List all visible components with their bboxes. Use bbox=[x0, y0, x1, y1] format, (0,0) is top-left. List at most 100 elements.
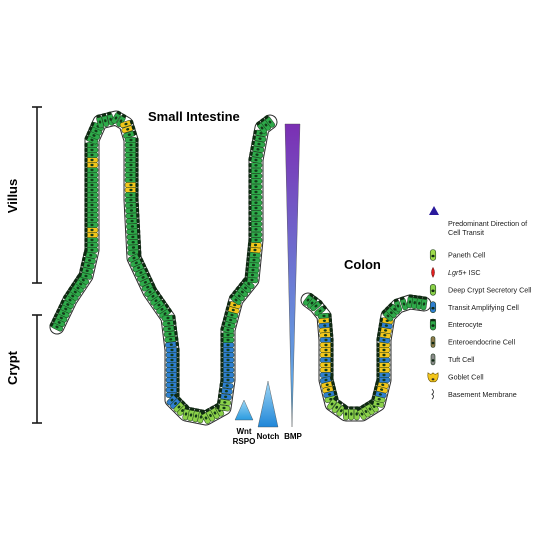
enterocyte-cell bbox=[381, 309, 394, 322]
transit-amplifying-cell bbox=[220, 367, 235, 373]
enterocyte-cell bbox=[153, 299, 167, 310]
bmp-gradient bbox=[284, 123, 301, 428]
legend-label-tuft: Tuft Cell bbox=[448, 355, 475, 364]
transit-amplifying-cell bbox=[165, 357, 180, 363]
legend-label-deep: Deep Crypt Secretory Cell bbox=[448, 285, 532, 294]
rspo-label: RSPO bbox=[233, 437, 256, 446]
enterocyte-cell bbox=[139, 277, 153, 287]
small-intestine-epithelium bbox=[49, 110, 278, 426]
enterocyte-cell bbox=[124, 157, 139, 163]
enterocyte-cell bbox=[111, 110, 122, 124]
goblet-cell bbox=[84, 227, 99, 233]
enterocyte-cell bbox=[248, 231, 263, 238]
enterocyte-cell bbox=[84, 202, 99, 208]
enterocyte-cell bbox=[248, 215, 263, 222]
enterocyte-cell bbox=[264, 115, 276, 128]
transit-amplifying-cell bbox=[219, 382, 234, 389]
villus-label: Villus bbox=[5, 179, 20, 213]
deep-crypt-secretory-cell bbox=[353, 406, 360, 421]
enterocyte-cell bbox=[84, 187, 99, 193]
enterocyte-cell bbox=[127, 244, 142, 251]
enterocyte-cell bbox=[250, 145, 265, 153]
enterocyte-cell bbox=[249, 151, 264, 159]
enterocyte-cell bbox=[232, 290, 245, 302]
enterocyte-cell bbox=[70, 282, 84, 293]
legend-item-isc: Lgr5+ ISC bbox=[431, 266, 481, 278]
transit-amplifying-cell bbox=[319, 357, 334, 363]
transit-amplifying-cell bbox=[165, 367, 180, 373]
legend-label-isc: Lgr5+ ISC bbox=[448, 268, 481, 277]
paneth-cell bbox=[209, 405, 220, 419]
enterocyte-icon bbox=[429, 318, 437, 331]
enterocyte-cell bbox=[125, 202, 139, 209]
enterocyte-cell bbox=[101, 113, 110, 127]
enterocyte-cell bbox=[384, 306, 397, 319]
legend-item-paneth: Paneth Cell bbox=[429, 249, 486, 261]
paneth-cell bbox=[200, 410, 211, 424]
enterocyte-cell bbox=[84, 217, 99, 223]
transit-amplifying-cell bbox=[165, 372, 180, 378]
enterocyte-cell bbox=[248, 237, 263, 243]
legend-label-rest: + ISC bbox=[462, 268, 480, 277]
enterocyte-cell bbox=[83, 251, 98, 259]
enterocyte-cell bbox=[245, 266, 260, 274]
goblet-cell bbox=[318, 317, 333, 324]
transit-amplifying-cell-icon bbox=[429, 301, 437, 314]
goblet-cell bbox=[121, 125, 136, 134]
legend-label-italic: Lgr5 bbox=[448, 268, 463, 277]
transit-amplifying-cell bbox=[165, 377, 180, 383]
enterocyte-cell bbox=[310, 300, 323, 312]
legend: Predominant Direction of Cell Transit Pa… bbox=[427, 206, 532, 400]
wnt-rspo-gradient bbox=[234, 399, 254, 421]
paneth-cell-icon bbox=[429, 249, 437, 261]
enterocyte-cell bbox=[399, 296, 409, 311]
enterocyte-cell bbox=[84, 222, 99, 228]
deep-crypt-secretory-cell bbox=[348, 406, 355, 421]
legend-label-entero: Enterocyte bbox=[448, 320, 482, 329]
enterocyte-cell bbox=[124, 196, 139, 204]
goblet-cell bbox=[319, 347, 334, 353]
enterocyte-cell bbox=[84, 207, 99, 213]
enterocyte-cell bbox=[132, 262, 147, 273]
enterocyte-cell bbox=[124, 152, 139, 158]
goblet-cell bbox=[319, 362, 334, 368]
transit-amplifying-cell bbox=[166, 393, 179, 406]
transit-amplifying-cell bbox=[319, 337, 334, 343]
crypt-bracket bbox=[32, 314, 42, 424]
enterocyte-cell bbox=[81, 256, 96, 265]
deep-crypt-secretory-cell bbox=[327, 397, 338, 410]
enterocyte-cell bbox=[51, 317, 66, 327]
transit-amplifying-cell bbox=[220, 347, 235, 353]
transit-amplifying-cell bbox=[165, 352, 180, 358]
direction-arrow-icon bbox=[429, 206, 439, 240]
enterocyte-cell bbox=[238, 282, 252, 294]
enterocyte-cell bbox=[317, 312, 332, 320]
enterocyte-cell bbox=[252, 135, 267, 143]
legend-label-paneth: Paneth Cell bbox=[448, 251, 486, 260]
deep-crypt-secretory-cell bbox=[364, 401, 375, 415]
paneth-cell bbox=[192, 408, 200, 423]
enterocyte-cell bbox=[84, 197, 99, 203]
transit-amplifying-cell bbox=[165, 347, 180, 353]
goblet-cell bbox=[84, 162, 99, 168]
enterocyte-cell bbox=[84, 167, 99, 173]
enterocyte-cell bbox=[124, 162, 139, 168]
enteroendocrine-cell-icon bbox=[430, 336, 436, 348]
enterocyte-cell bbox=[84, 152, 99, 158]
small-intestine-title: Small Intestine bbox=[148, 109, 240, 124]
transit-amplifying-cell bbox=[220, 357, 235, 363]
legend-label-goblet: Goblet Cell bbox=[448, 372, 484, 381]
enterocyte-cell bbox=[124, 142, 139, 148]
basement-membrane-icon bbox=[431, 388, 434, 400]
enterocyte-cell bbox=[248, 194, 263, 201]
enterocyte-cell bbox=[244, 276, 259, 284]
transit-amplifying-cell bbox=[376, 357, 391, 363]
goblet-cell bbox=[376, 347, 391, 353]
colon-title: Colon bbox=[344, 257, 381, 272]
direction-label-line2: Cell Transit bbox=[448, 228, 484, 237]
legend-item-tuft: Tuft Cell bbox=[430, 353, 475, 366]
goblet-cell bbox=[119, 119, 134, 128]
enterocyte-cell bbox=[156, 303, 170, 315]
tuft-cell-icon bbox=[430, 353, 436, 366]
